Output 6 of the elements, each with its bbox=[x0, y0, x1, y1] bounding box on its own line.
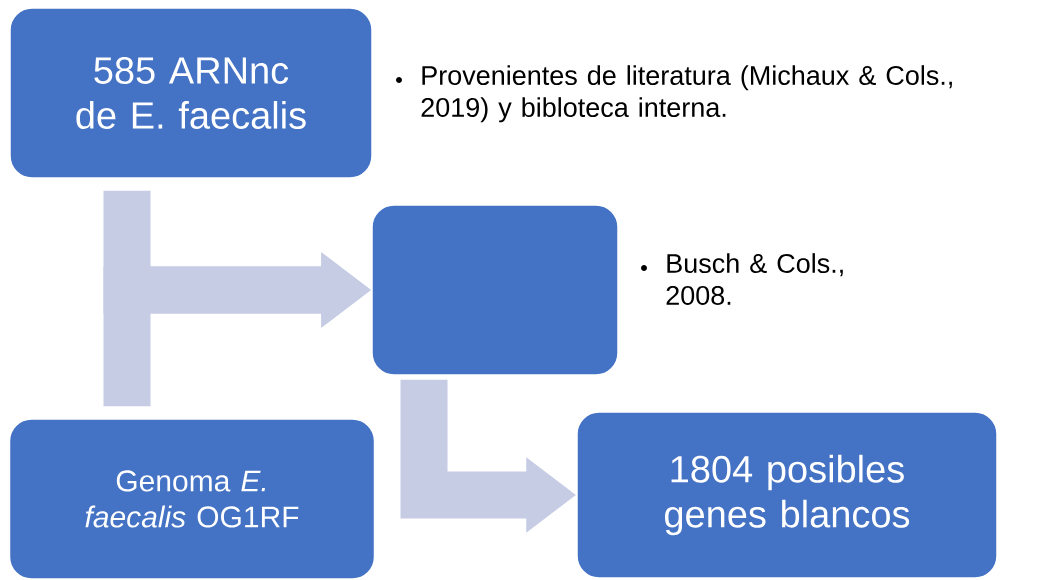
bullet-text: Busch & Cols., 2008. bbox=[666, 253, 843, 305]
bullet-text: Provenientes de literatura (Michaux & Cols., 2019) y bibloteca interna. bbox=[421, 65, 952, 123]
process-box: 1804 posibles genes blancos bbox=[576, 411, 998, 579]
process-box: Genoma E. faecalis OG1RF bbox=[8, 418, 376, 580]
empty-box bbox=[371, 204, 619, 376]
process-box: 585 ARNnc de E. faecalis bbox=[9, 7, 373, 179]
